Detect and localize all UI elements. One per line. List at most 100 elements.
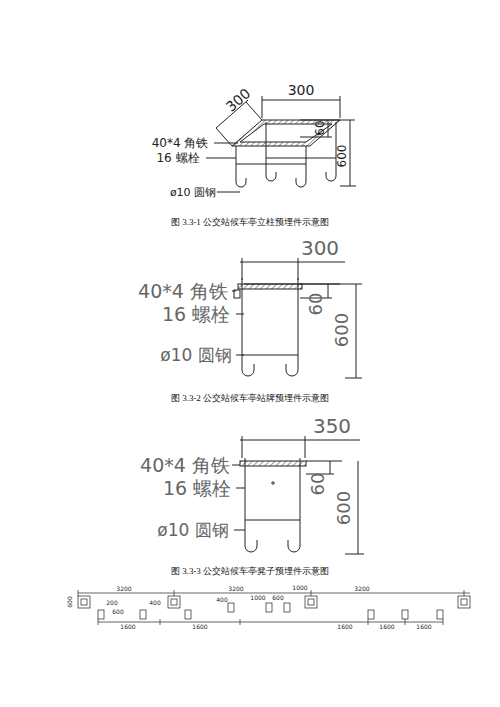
- drawing-stroke: [236, 355, 244, 356]
- dimension-label: 1600: [416, 624, 431, 630]
- drawing-stroke: [232, 291, 236, 292]
- dimension-label: 400: [149, 600, 160, 606]
- dimension-label: 3200: [116, 586, 131, 592]
- drawing-stroke: [358, 461, 359, 554]
- drawing-stroke: [305, 436, 306, 458]
- dimension-label: 300: [300, 238, 340, 258]
- dimension-label: 300: [223, 86, 252, 114]
- drawing-stroke: [262, 100, 340, 101]
- drawing-stroke: [140, 610, 146, 619]
- dimension-label: 60: [309, 473, 327, 496]
- drawing-stroke: [443, 619, 444, 625]
- drawing-stroke: [236, 164, 306, 165]
- figure-caption: 图 3.3-1 公交站候车亭立柱预埋件示意图: [170, 218, 330, 227]
- drawing-stroke: [245, 458, 257, 552]
- drawing-stroke: [228, 603, 234, 612]
- drawing-stroke: [345, 378, 362, 379]
- drawing-stroke: [81, 599, 87, 605]
- drawing-stroke: [236, 488, 245, 489]
- drawing-stroke: [185, 610, 191, 619]
- drawing-stroke: [340, 96, 341, 118]
- drawing-stroke: [296, 146, 306, 187]
- drawing-stroke: [461, 599, 467, 605]
- layout-plan-strip: [78, 590, 470, 625]
- drawing-stroke: [305, 596, 317, 608]
- drawing-stroke: [174, 590, 175, 596]
- drawing-stroke: [298, 258, 299, 280]
- drawing-stroke: [234, 530, 245, 531]
- drawing-stroke: [98, 619, 99, 625]
- drawing-stroke: [78, 96, 470, 625]
- drawing-stroke: [240, 440, 360, 441]
- drawing-stroke: [246, 102, 262, 120]
- drawing-stroke: [160, 619, 161, 625]
- drawing-stroke: [242, 436, 243, 458]
- dimension-label: 1600: [337, 624, 352, 630]
- dimension-label: 600: [67, 596, 73, 607]
- drawing-stroke: [437, 610, 443, 619]
- drawing-stroke: [214, 143, 238, 144]
- figure-caption: 图 3.3-2 公交站候车亭站牌预埋件示意图: [170, 394, 330, 403]
- drawing-stroke: [284, 603, 290, 612]
- drawing-stroke: [464, 590, 465, 596]
- dimension-label: 16 螺栓: [155, 152, 200, 164]
- drawing-stroke: [266, 122, 276, 181]
- drawing-stroke: [242, 278, 254, 376]
- dimension-label: 350: [312, 416, 352, 436]
- dimension-label: 600: [335, 491, 353, 525]
- dimension-label: 1000: [250, 595, 265, 601]
- dimension-label: 300: [287, 83, 316, 97]
- drawing-stroke: [78, 596, 90, 608]
- dimension-label: 600: [272, 595, 283, 601]
- drawing-stroke: [206, 158, 236, 159]
- drawing-stroke: [98, 622, 443, 623]
- drawing-stroke: [240, 461, 306, 466]
- dimension-label: ø10 圆钢: [159, 347, 232, 364]
- drawing-stroke: [368, 619, 369, 625]
- drawing-stroke: [78, 593, 470, 594]
- dimension-label: ø10 圆钢: [169, 187, 217, 198]
- bench-embed-figure: [232, 436, 364, 554]
- drawing-stroke: [272, 482, 274, 484]
- drawing-stroke: [340, 186, 356, 187]
- drawing-stroke: [311, 590, 312, 596]
- dimension-label: 400: [216, 597, 227, 603]
- drawing-stroke: [328, 120, 329, 137]
- drawing-stroke: [402, 610, 408, 619]
- dimension-label: 3200: [354, 586, 369, 592]
- drawing-stroke: [350, 120, 351, 186]
- drawing-stroke: [236, 146, 246, 187]
- dimension-label: 40*4 角铁: [139, 456, 231, 475]
- drawing-stroke: [330, 461, 331, 474]
- drawing-stroke: [266, 158, 336, 159]
- dimension-label: 600: [333, 313, 351, 347]
- dimension-label: 16 螺栓: [161, 305, 231, 324]
- drawing-stroke: [262, 96, 263, 118]
- drawing-stroke: [306, 461, 342, 462]
- drawing-stroke: [232, 465, 240, 466]
- dimension-label: 16 螺栓: [162, 479, 232, 498]
- drawing-stroke: [78, 590, 79, 596]
- dimension-label: 1600: [120, 624, 135, 630]
- drawing-stroke: [216, 192, 240, 193]
- drawing-stroke: [458, 596, 470, 608]
- dimension-label: ø10 圆钢: [156, 522, 229, 539]
- dimension-label: 1600: [379, 624, 394, 630]
- drawing-stroke: [286, 278, 298, 376]
- dimension-label: 3200: [228, 586, 243, 592]
- drawing-stroke: [266, 603, 272, 612]
- dimension-label: 40*4 角铁: [151, 137, 210, 149]
- sign-embed-figure: [232, 258, 362, 378]
- drawing-stroke: [288, 458, 300, 552]
- drawing-stroke: [240, 262, 345, 263]
- drawing-stroke: [168, 596, 180, 608]
- dimension-label: 200: [106, 600, 117, 606]
- dimension-label: 1000: [292, 585, 307, 591]
- dimension-label: 60: [314, 120, 326, 135]
- drawing-stroke: [368, 610, 374, 619]
- drawing-stroke: [98, 610, 104, 619]
- dimension-label: 600: [112, 609, 123, 615]
- figure-caption: 图 3.3-3 公交站候车亭凳子预埋件示意图: [170, 567, 330, 576]
- drawing-stroke: [242, 355, 298, 356]
